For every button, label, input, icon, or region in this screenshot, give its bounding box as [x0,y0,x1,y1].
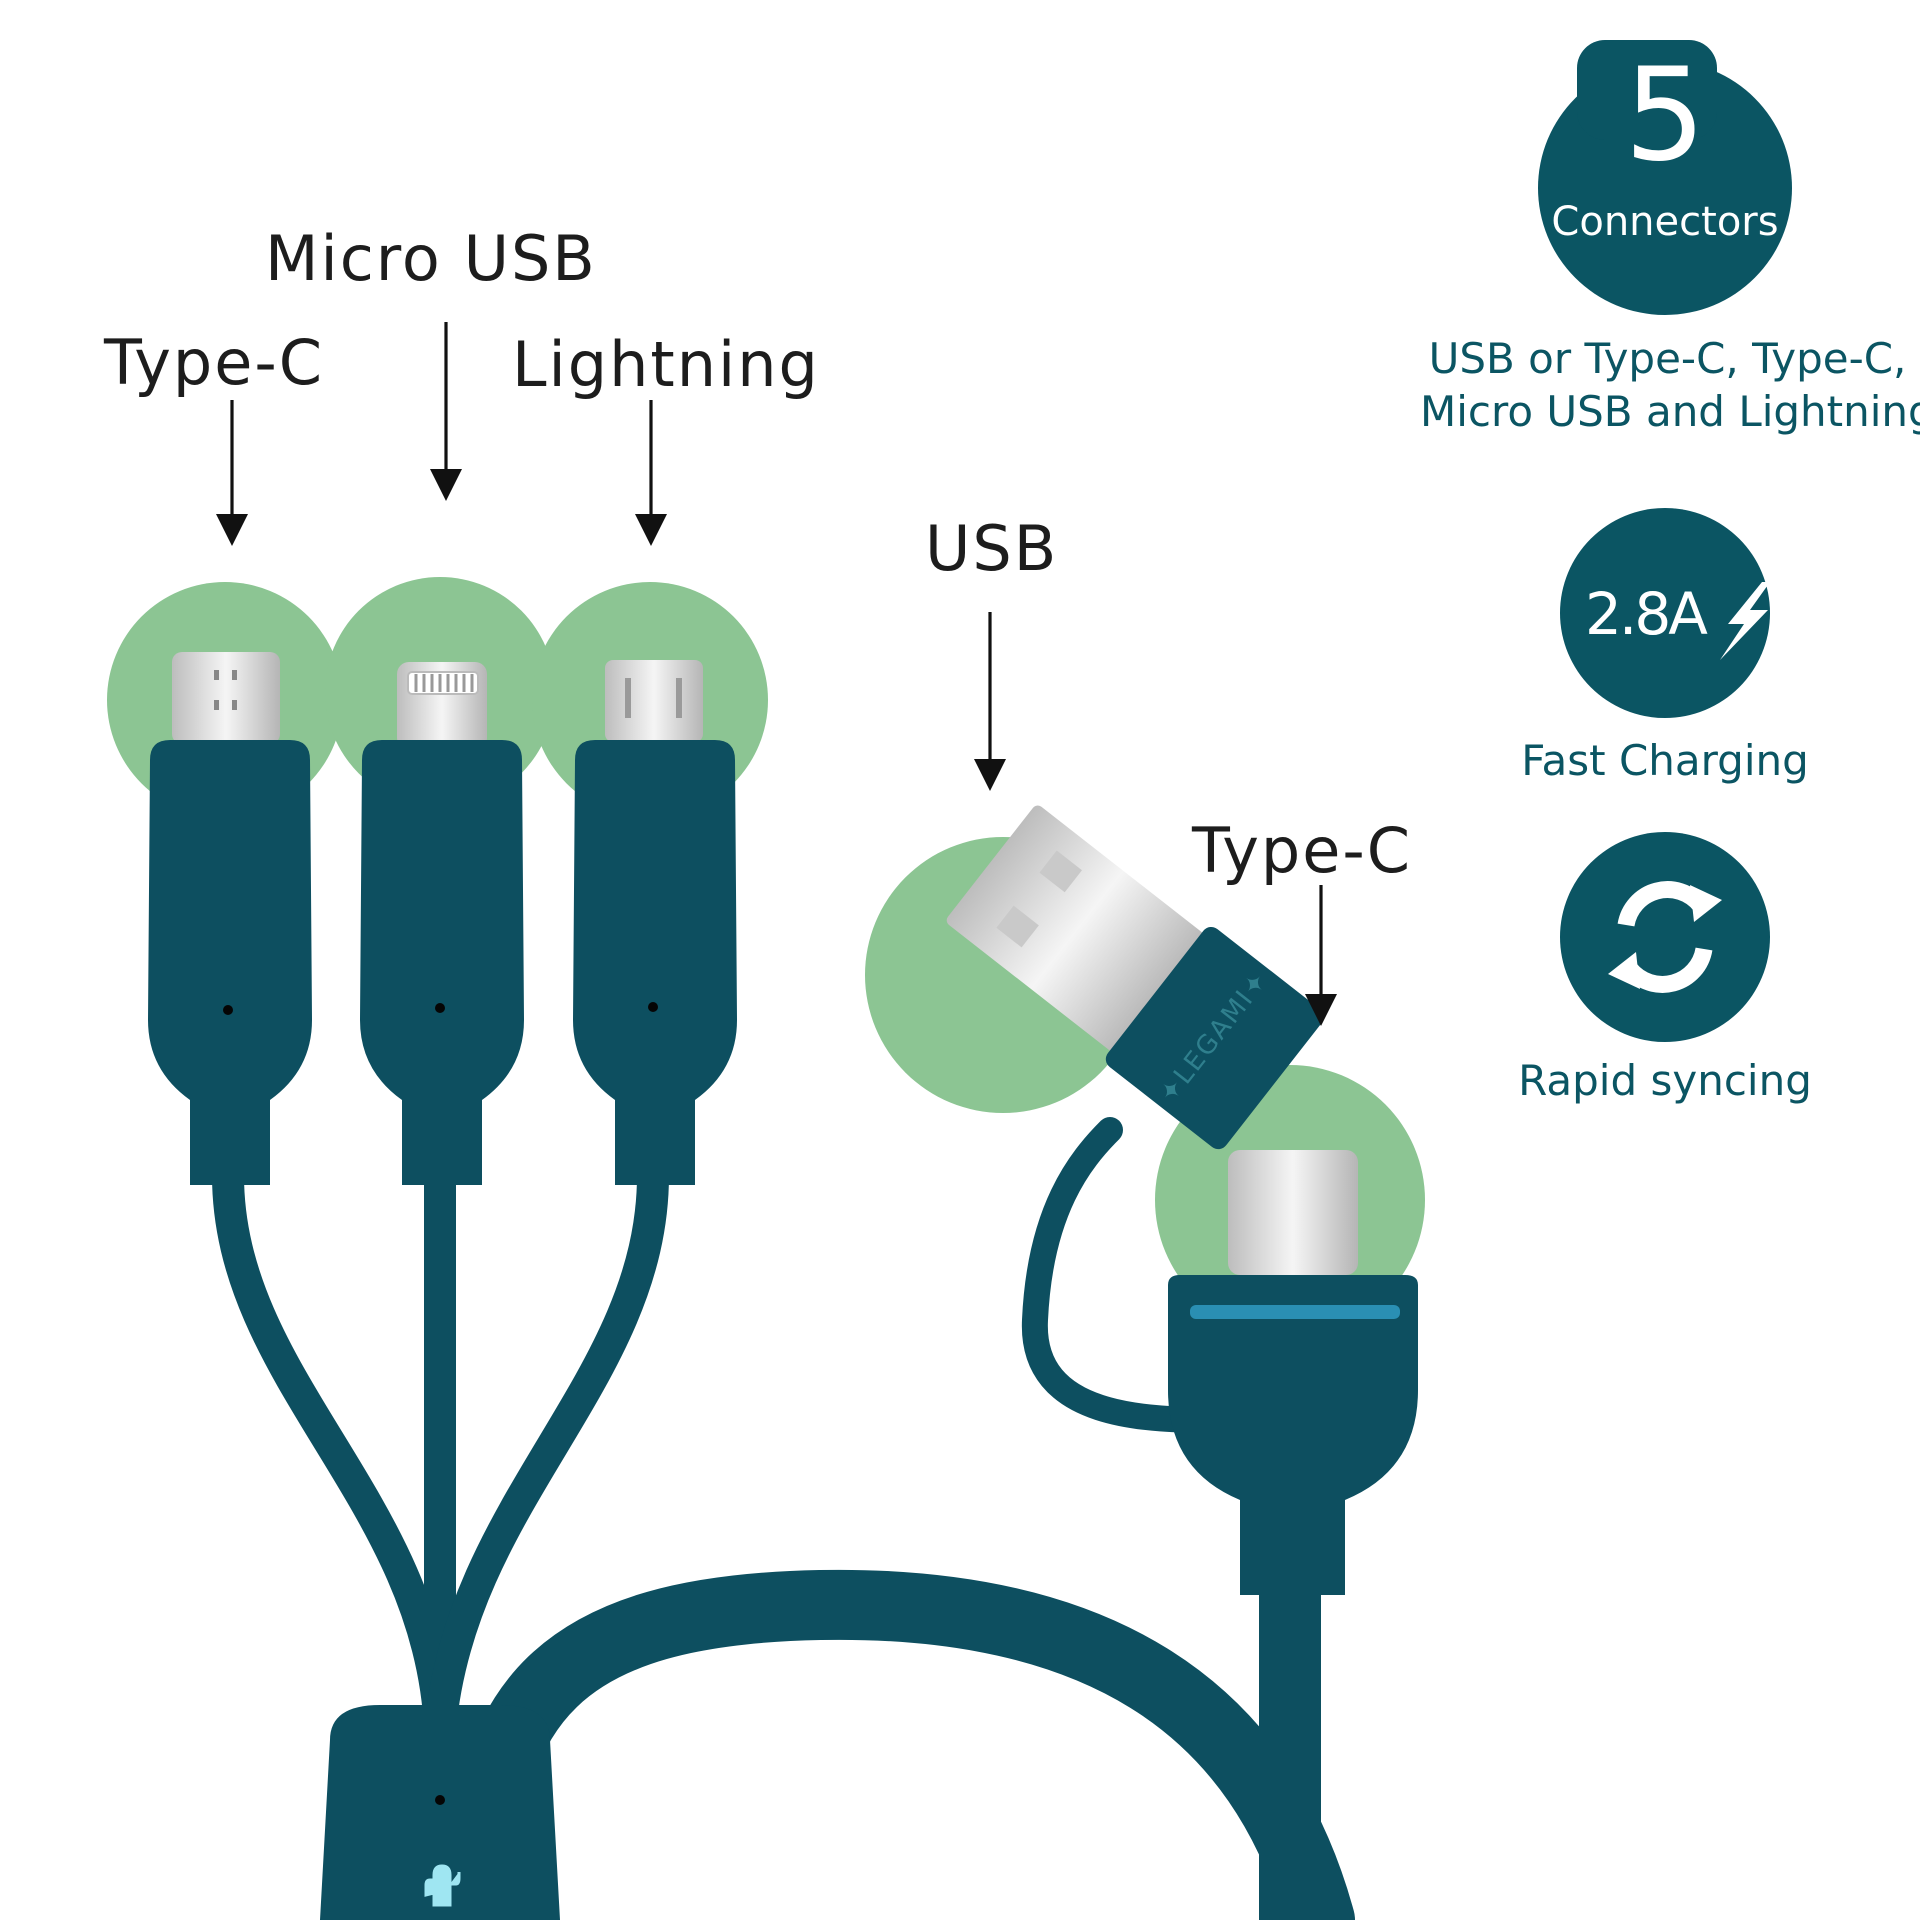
label-type-c-left: Type-C [104,326,325,399]
connectors-description-line1: USB or Type-C, Type-C, [1428,334,1907,383]
rapid-syncing-label: Rapid syncing [1518,1056,1812,1105]
label-usb: USB [925,512,1059,585]
sync-arrows-icon [1617,881,1713,993]
cactus-icon [424,1864,461,1907]
badge-connectors [1538,40,1792,315]
label-micro-usb: Micro USB [265,222,597,295]
label-arrows [216,322,1337,1026]
badge-fast-charging [1560,508,1770,718]
cable-branch-micro-usb [424,1159,669,1746]
lightning-bolt-icon [1720,582,1770,660]
connectors-label: Connectors [1551,199,1779,245]
label-lightning: Lightning [512,328,820,401]
badge-rapid-syncing [1560,832,1770,1042]
connector-type-c-right [1168,1150,1418,1595]
connector-lightning [360,662,524,1185]
cable-junction [320,1705,560,1920]
fast-charging-label: Fast Charging [1521,736,1809,785]
connectors-count: 5 [1624,41,1706,190]
label-type-c-right: Type-C [1192,814,1413,887]
connector-usb-adapter: ✦LEGAMI✦ [946,805,1324,1150]
cable-adapter-tether [1021,1117,1233,1433]
connectors-description: USB or Type-C, Type-C, Micro USB and Lig… [1420,333,1920,438]
cable-main-loop [445,1569,1355,1920]
connectors-description-line2: Micro USB and Lightning [1420,386,1920,436]
connector-micro-usb [573,660,737,1185]
connector-type-c-left [148,652,312,1185]
cable-branch-type-c [212,1159,456,1746]
fast-charging-rating: 2.8A [1585,580,1708,648]
